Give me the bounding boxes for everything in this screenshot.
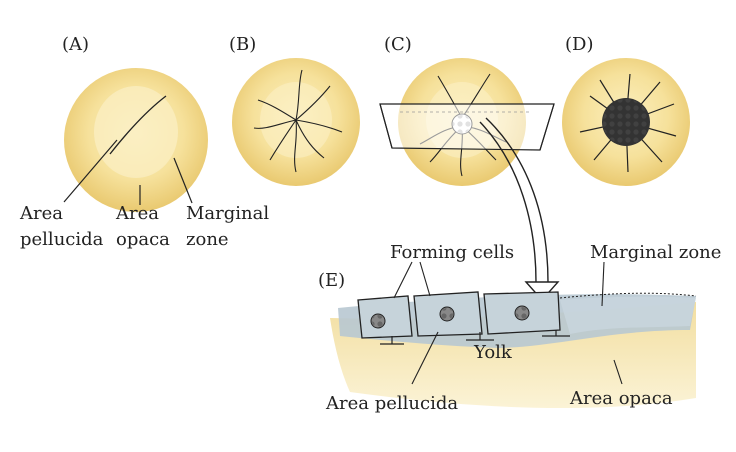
panel-label-d: (D) xyxy=(565,34,593,55)
label-marginal-zone: Marginal zone xyxy=(590,242,721,263)
label-area-pellucida-line1: Area xyxy=(19,203,63,224)
label-yolk: Yolk xyxy=(473,342,513,363)
panel-label-b: (B) xyxy=(229,34,256,55)
disc-b xyxy=(232,58,360,186)
label-forming-cells: Forming cells xyxy=(390,242,514,263)
label-area-opaca: Area opaca xyxy=(569,388,673,409)
label-area-opaca-line1: Area xyxy=(115,203,159,224)
label-area-opaca-line2: opaca xyxy=(116,229,170,250)
label-marginal-zone-line2: zone xyxy=(186,229,229,250)
panel-label-a: (A) xyxy=(62,34,89,55)
label-marginal-zone-line1: Marginal xyxy=(186,203,269,224)
cross-section-e xyxy=(330,262,696,408)
disc-c xyxy=(380,58,554,186)
label-area-pellucida-line2: pellucida xyxy=(20,229,104,250)
panel-label-c: (C) xyxy=(384,34,412,55)
disc-d xyxy=(562,58,690,186)
label-area-pellucida: Area pellucida xyxy=(325,393,458,414)
panel-label-e: (E) xyxy=(318,270,345,291)
disc-a xyxy=(64,68,208,212)
